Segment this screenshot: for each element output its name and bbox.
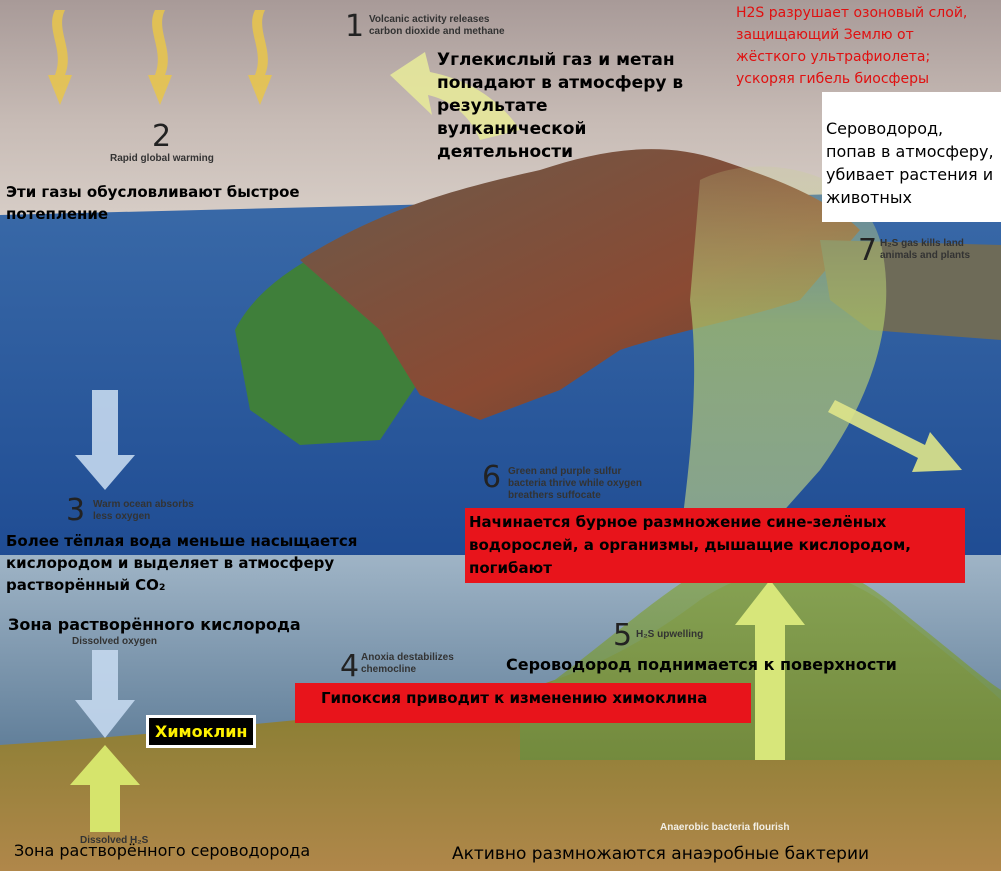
dissolved-oxygen-label: Dissolved oxygen: [72, 636, 158, 647]
warming-label: Эти газы обусловливают быстрое потеплени…: [6, 183, 300, 223]
bloom-label: Начинается бурное размножение сине-зелён…: [469, 513, 911, 577]
step-6-label: Green and purple sulfur bacteria thrive …: [508, 466, 642, 501]
step-3-label: Warm ocean absorbs less oxygen: [93, 499, 194, 522]
oxygen-zone-label: Зона растворённого кислорода: [8, 615, 301, 634]
h2s-rises-label: Сероводород поднимается к поверхности: [506, 655, 897, 674]
step-3-number: 3: [66, 493, 86, 528]
step-1-label: Volcanic activity releases carbon dioxid…: [369, 14, 505, 37]
bloom-box: Начинается бурное размножение сине-зелён…: [465, 508, 965, 583]
warm-water-label: Более тёплая вода меньше насыщается кисл…: [6, 532, 358, 594]
hypoxia-label: Гипоксия приводит к изменению химоклина: [321, 689, 708, 707]
h2s-atmosphere-label: Сероводород, попав в атмосферу, убивает …: [826, 119, 994, 207]
step-7-label: H₂S gas kills land animals and plants: [880, 238, 971, 261]
step-5-label: H₂S upwelling: [636, 629, 704, 640]
step-7-number: 7: [858, 233, 878, 268]
step-2-number: 2: [152, 119, 172, 154]
dissolved-h2s-label: Dissolved H₂S: [80, 835, 149, 846]
step-4-label: Anoxia destabilizes chemocline: [361, 652, 454, 675]
anaerobic-label: Активно размножаются анаэробные бактерии: [452, 844, 870, 864]
anaerobic-label-en: Anaerobic bacteria flourish: [660, 822, 790, 833]
step-5-number: 5: [613, 618, 633, 653]
step-4-number: 4: [340, 649, 360, 684]
chemocline-label: Химоклин: [146, 715, 257, 748]
h2s-atmosphere-box: Сероводород, попав в атмосферу, убивает …: [822, 92, 1001, 222]
ozone-label: H2S разрушает озоновый слой, защищающий …: [736, 5, 968, 87]
step-1-number: 1: [345, 9, 365, 44]
co2-methane-label: Углекислый газ и метан попадают в атмосф…: [437, 50, 684, 162]
step-2-label: Rapid global warming: [110, 153, 214, 164]
hypoxia-box: Гипоксия приводит к изменению химоклина: [295, 683, 751, 723]
h2s-zone-label: Зона растворённого сероводорода: [14, 841, 311, 860]
step-6-number: 6: [482, 460, 502, 495]
